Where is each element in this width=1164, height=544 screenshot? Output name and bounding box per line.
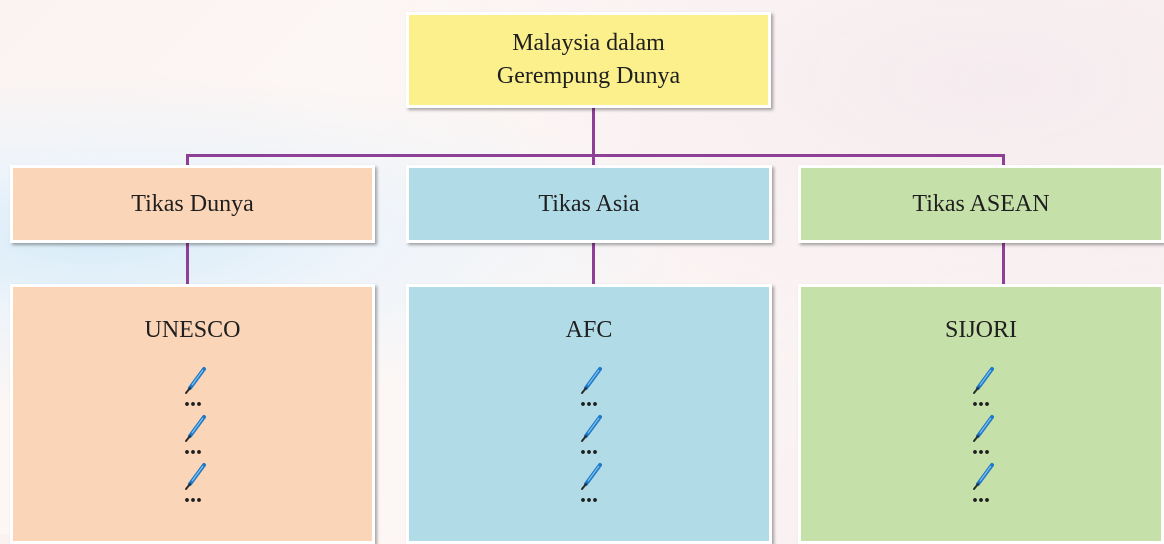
pen-icon: ...: [184, 367, 206, 412]
pen-icon: ...: [184, 463, 206, 508]
pen-icon: ...: [972, 415, 994, 460]
answer-slot[interactable]: ...: [961, 364, 1001, 412]
answer-slot[interactable]: ...: [173, 412, 213, 460]
answer-placeholder: ...: [580, 482, 598, 508]
pen-icon: ...: [972, 463, 994, 508]
connector-to-asia: [592, 154, 595, 168]
root-title-line1: Malaysia dalam: [512, 30, 665, 56]
answer-slot[interactable]: ...: [173, 460, 213, 508]
answer-placeholder: ...: [184, 482, 202, 508]
answer-slots-asean: ... ... ...: [961, 364, 1001, 508]
connector-to-dunya: [186, 154, 189, 168]
answer-slots-asia: ... ... ...: [569, 364, 609, 508]
root-title-line2: Gerempung Dunya: [496, 63, 681, 89]
connector-asean-sijori: [1002, 243, 1005, 285]
answer-slot[interactable]: ...: [569, 460, 609, 508]
answer-slot[interactable]: ...: [569, 364, 609, 412]
answer-placeholder: ...: [972, 434, 990, 460]
answer-slot[interactable]: ...: [173, 364, 213, 412]
organisation-node-asia: AFC ... ... ...: [406, 284, 772, 544]
answer-placeholder: ...: [972, 386, 990, 412]
level-label-asia: Tikas Asia: [538, 190, 640, 217]
level-node-asia: Tikas Asia: [406, 165, 772, 243]
connector-to-asean: [1002, 154, 1005, 168]
connector-root-stem: [592, 108, 595, 156]
level-label-asean: Tikas ASEAN: [912, 190, 1050, 217]
organisation-label-afc: AFC: [565, 317, 613, 343]
connector-dunya-unesco: [186, 243, 189, 285]
answer-slot[interactable]: ...: [569, 412, 609, 460]
answer-placeholder: ...: [580, 386, 598, 412]
root-node: Malaysia dalam Gerempung Dunya: [406, 12, 771, 108]
pen-icon: ...: [580, 367, 602, 412]
answer-slot[interactable]: ...: [961, 460, 1001, 508]
answer-placeholder: ...: [580, 434, 598, 460]
organisation-node-asean: SIJORI ... ... ...: [798, 284, 1164, 544]
answer-slots-dunya: ... ... ...: [173, 364, 213, 508]
connector-horizontal: [186, 154, 1005, 157]
answer-placeholder: ...: [972, 482, 990, 508]
answer-slot[interactable]: ...: [961, 412, 1001, 460]
pen-icon: ...: [972, 367, 994, 412]
organisation-label-unesco: UNESCO: [144, 317, 241, 343]
connector-asia-afc: [592, 243, 595, 285]
answer-placeholder: ...: [184, 434, 202, 460]
answer-placeholder: ...: [184, 386, 202, 412]
organisation-node-dunya: UNESCO ... ... ...: [10, 284, 375, 544]
pen-icon: ...: [184, 415, 206, 460]
pen-icon: ...: [580, 415, 602, 460]
level-node-asean: Tikas ASEAN: [798, 165, 1164, 243]
organisation-label-sijori: SIJORI: [944, 317, 1017, 343]
pen-icon: ...: [580, 463, 602, 508]
level-label-dunya: Tikas Dunya: [131, 190, 254, 217]
level-node-dunya: Tikas Dunya: [10, 165, 375, 243]
